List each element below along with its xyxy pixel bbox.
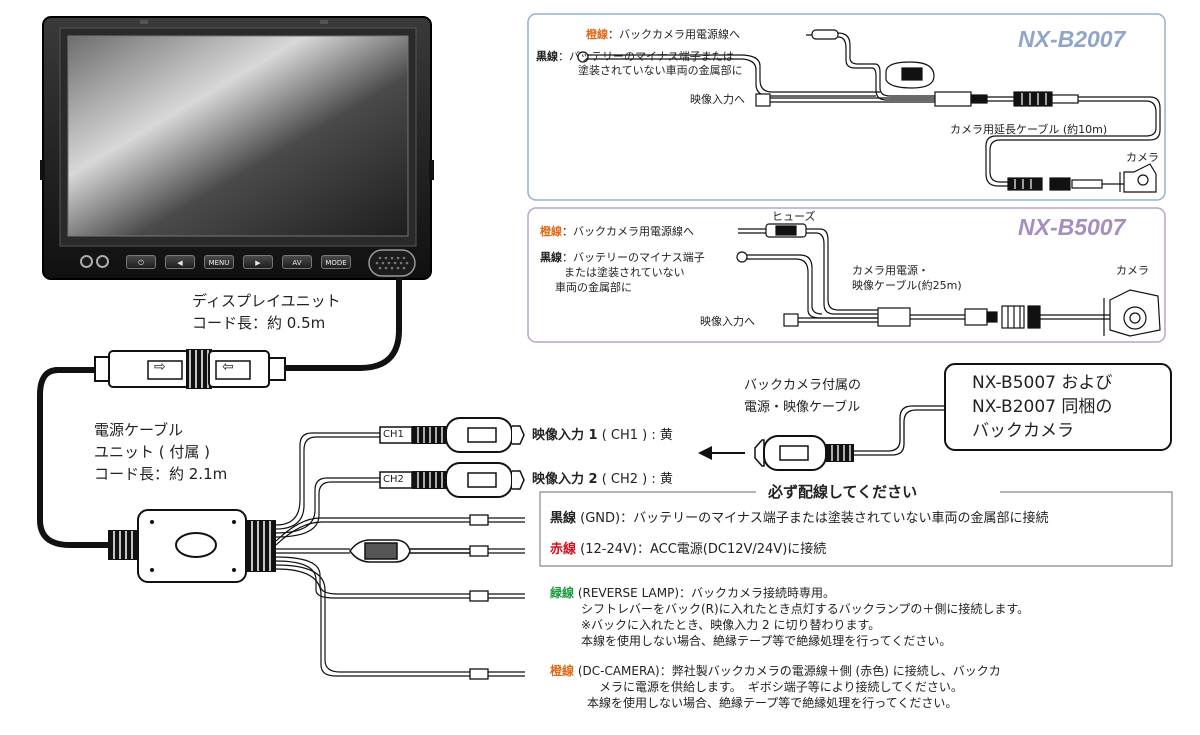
black-wire-label: 黒線 <box>550 511 577 526</box>
av-button[interactable]: AV <box>282 255 312 269</box>
b5007-black-row: 黒線：バッテリーのマイナス端子 <box>540 250 705 265</box>
b5007-orange-row: 橙線：バックカメラ用電源線へ <box>540 224 694 239</box>
video-input-2-detail: ( CH2 ) : 黄 <box>597 472 673 487</box>
b2007-black-desc: ：バッテリーのマイナス端子または <box>558 50 734 63</box>
accessory-plug <box>754 405 945 471</box>
ch2-label: CH2 <box>383 474 404 485</box>
must-wire-title: 必ず配線してください <box>764 482 922 502</box>
black-wire-row: 黒線 (GND)：バッテリーのマイナス端子または塗装されていない車両の金属部に接… <box>550 511 1048 527</box>
b5007-orange-label: 橙線 <box>540 225 562 238</box>
video-input-1-label: 映像入力 1 <box>532 428 598 443</box>
green-wire-desc: (REVERSE LAMP)：バックカメラ接続時専用。 <box>574 586 836 600</box>
callout-line3: バックカメラ <box>972 421 1074 441</box>
b2007-black-row: 黒線：バッテリーのマイナス端子または <box>536 49 734 64</box>
menu-button[interactable]: MENU <box>204 255 234 269</box>
b2007-model: NX-B2007 <box>1018 26 1126 52</box>
b2007-black-line2: 塗装されていない車両の金属部に <box>578 63 743 78</box>
left-button[interactable]: ◀ <box>165 255 195 269</box>
b2007-orange-label: 橙線 <box>586 28 608 41</box>
led-indicator-1 <box>80 255 93 268</box>
display-unit-name: ディスプレイユニット <box>192 292 341 310</box>
b2007-ext-cable: カメラ用延長ケーブル (約10m) <box>950 123 1108 136</box>
led-indicator-2 <box>96 255 109 268</box>
b5007-video-in: 映像入力へ <box>700 315 755 328</box>
green-wire-line2: シフトレバーをバック(R)に入れたとき点灯するバックランプの＋側に接続します。 <box>581 602 1030 616</box>
rca-connector-ch1 <box>379 417 525 453</box>
accessory-cable-line2: 電源・映像ケーブル <box>744 400 861 415</box>
display-unit-length: コード長：約 0.5m <box>192 314 326 332</box>
video-input-2: 映像入力 2 ( CH2 ) : 黄 <box>532 472 673 488</box>
b5007-power-video-2: 映像ケーブル(約25m) <box>852 279 962 292</box>
b5007-schematic <box>527 207 1166 343</box>
video-input-2-label: 映像入力 2 <box>532 472 598 487</box>
video-input-1: 映像入力 1 ( CH1 ) : 黄 <box>532 428 673 444</box>
b5007-black-line3: 車両の金属部に <box>555 281 632 294</box>
accessory-cable-line1: バックカメラ付属の <box>744 378 862 393</box>
arrow-right-icon: ⇨ <box>154 359 166 375</box>
inline-connector <box>55 349 286 389</box>
green-wire-line3: ※バックに入れたとき、映像入力 2 に切り替わります。 <box>581 618 881 632</box>
orange-wire-label: 橙線 <box>550 664 575 678</box>
b2007-schematic <box>527 13 1166 201</box>
green-wire-line4: 本線を使用しない場合、絶縁テープ等で絶縁処理を行ってください。 <box>581 634 952 648</box>
orange-wire-line3: 本線を使用しない場合、絶縁テープ等で絶縁処理を行ってください。 <box>587 696 958 710</box>
arrow-left-icon: ⇦ <box>222 359 234 375</box>
callout-line2: NX-B2007 同梱の <box>972 397 1113 417</box>
orange-wire-row: 橙線 (DC-CAMERA)：弊社製バックカメラの電源線＋側 (赤色) に接続し… <box>550 664 1001 679</box>
b5007-orange-desc: ：バックカメラ用電源線へ <box>562 225 694 238</box>
b5007-model: NX-B5007 <box>1018 214 1126 240</box>
power-button[interactable]: ⏻ <box>126 255 156 269</box>
b5007-black-line2: または塗装されていない <box>564 266 685 279</box>
green-wire-row: 緑線 (REVERSE LAMP)：バックカメラ接続時専用。 <box>550 586 835 601</box>
connect-arrow <box>698 446 745 460</box>
green-wire-label: 緑線 <box>550 586 575 600</box>
b2007-video-in: 映像入力へ <box>690 93 745 106</box>
video-input-1-detail: ( CH1 ) : 黄 <box>597 428 673 443</box>
rca-connector-ch2 <box>379 462 525 498</box>
red-wire-row: 赤線 (12-24V)：ACC電源(DC12V/24V)に接続 <box>550 542 826 558</box>
b2007-orange-desc: ：バックカメラ用電源線へ <box>608 28 740 41</box>
power-unit-kind: ユニット ( 付属 ) <box>94 443 211 461</box>
right-button[interactable]: ▶ <box>243 255 273 269</box>
b2007-black-label: 黒線 <box>536 50 558 63</box>
monitor <box>40 16 434 280</box>
orange-wire-line2: メラに電源を供給します。 ギボシ端子等により接続してください。 <box>599 680 963 694</box>
b2007-camera: カメラ <box>1126 151 1159 164</box>
power-unit-length: コード長：約 2.1m <box>94 465 228 483</box>
b5007-black-desc: ：バッテリーのマイナス端子 <box>562 251 705 264</box>
b5007-black-label: 黒線 <box>540 251 562 264</box>
b5007-fuse: ヒューズ <box>772 210 816 223</box>
red-wire-desc: (12-24V)：ACC電源(DC12V/24V)に接続 <box>576 542 827 557</box>
mode-button[interactable]: MODE <box>321 255 351 269</box>
ch1-label: CH1 <box>383 429 404 440</box>
red-wire-label: 赤線 <box>550 542 577 557</box>
callout-line1: NX-B5007 および <box>972 373 1113 393</box>
power-unit <box>108 509 276 583</box>
b2007-orange-row: 橙線：バックカメラ用電源線へ <box>586 27 740 42</box>
orange-wire-desc: (DC-CAMERA)：弊社製バックカメラの電源線＋側 (赤色) に接続し、バッ… <box>574 664 1001 678</box>
b5007-power-video-1: カメラ用電源・ <box>852 264 929 277</box>
b5007-camera: カメラ <box>1116 264 1149 277</box>
power-unit-name: 電源ケーブル <box>94 421 184 439</box>
black-wire-desc: (GND)：バッテリーのマイナス端子または塗装されていない車両の金属部に接続 <box>576 511 1049 526</box>
